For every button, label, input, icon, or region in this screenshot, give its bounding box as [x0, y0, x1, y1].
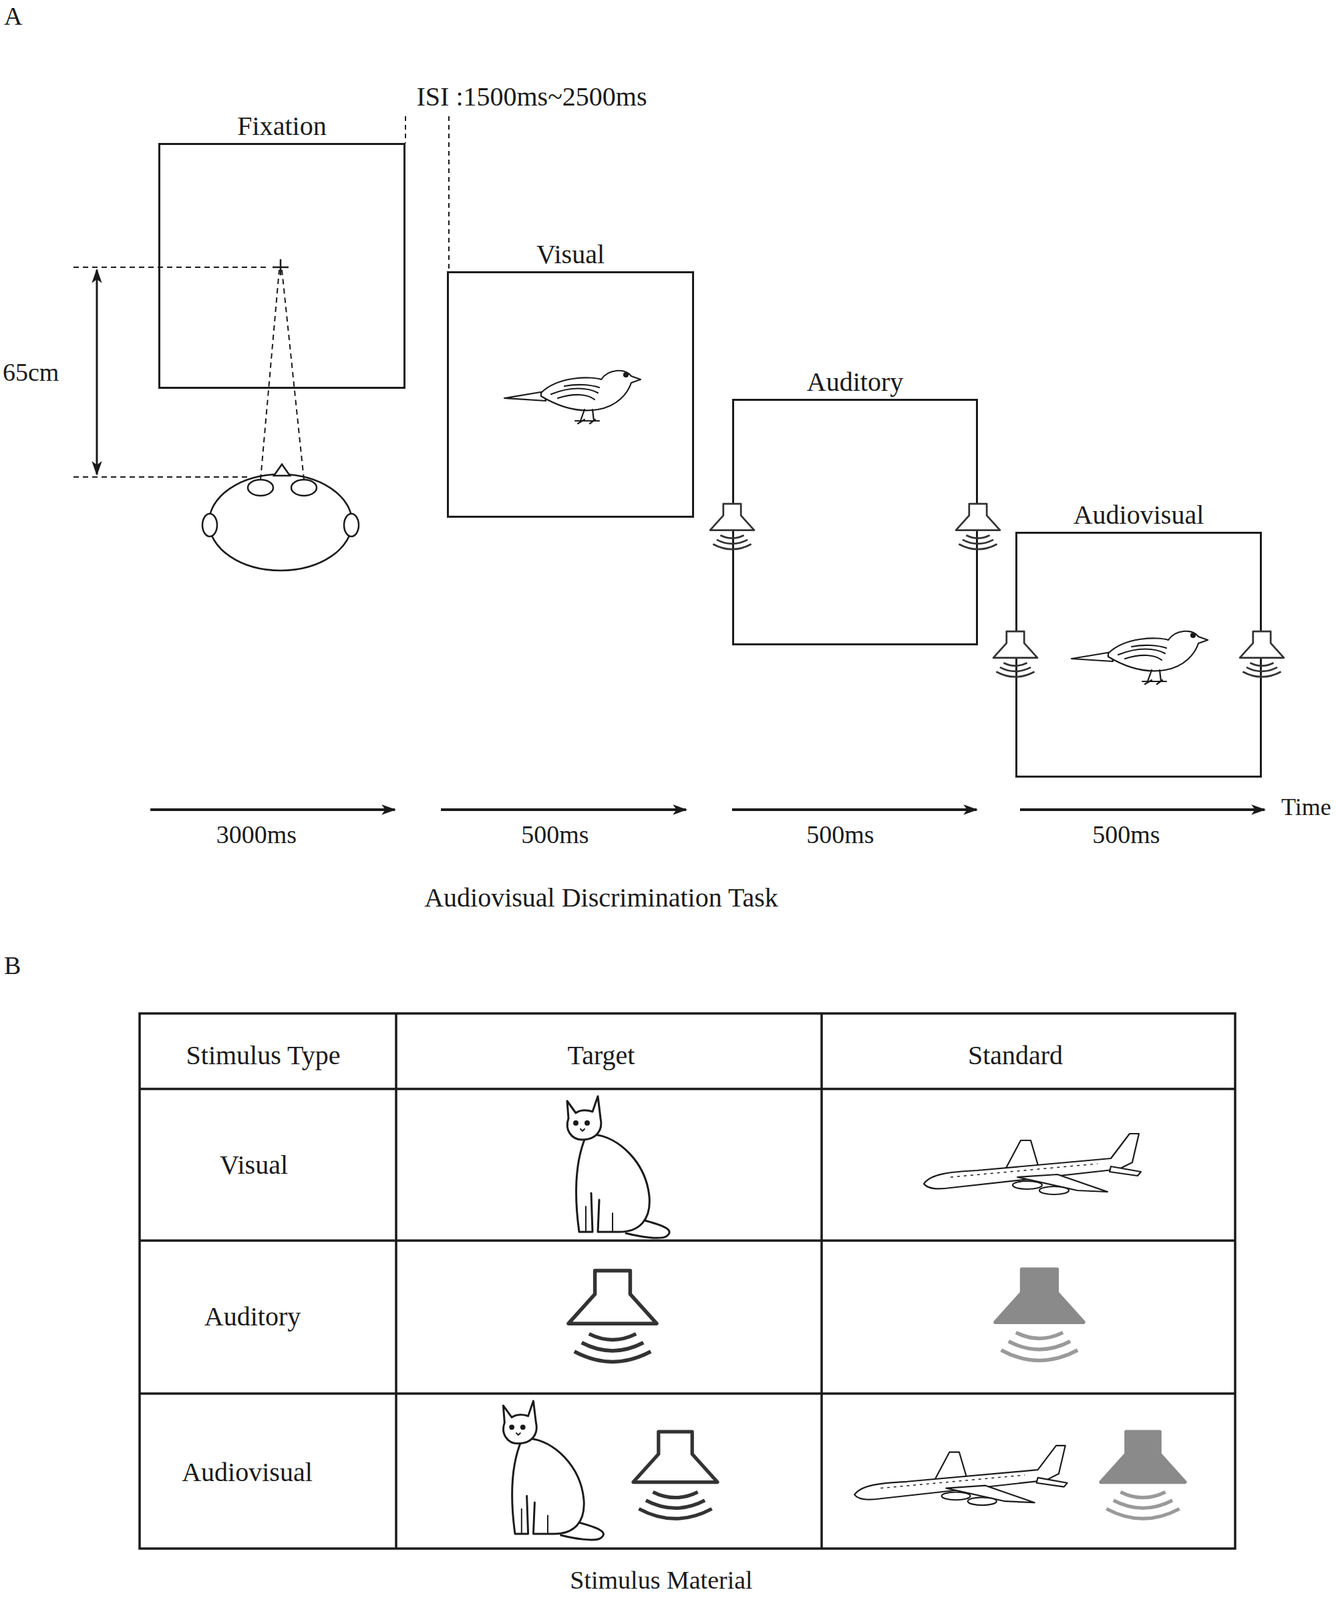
panel-letter: A — [4, 2, 23, 31]
table-row-header: Auditory — [204, 1301, 301, 1332]
table-header: Target — [567, 1040, 636, 1071]
duration-label: 500ms — [1092, 820, 1160, 850]
table-row-header: Visual — [219, 1150, 288, 1180]
duration-label: 500ms — [521, 820, 589, 850]
interval-label: ISI :1500ms~2500ms — [416, 82, 648, 112]
table-header: Standard — [967, 1040, 1063, 1071]
table-header: Stimulus Type — [186, 1040, 341, 1071]
duration-label: 3000ms — [216, 820, 297, 850]
duration-label: 500ms — [806, 820, 874, 850]
screen-heading: Auditory — [806, 367, 904, 397]
axis-label: Time — [1281, 794, 1332, 821]
fixation-screen: Fixation — [158, 142, 406, 389]
screen-heading: Audiovisual — [1073, 500, 1205, 530]
panel-caption: Audiovisual Discrimination Task — [424, 883, 779, 913]
panel-letter: B — [4, 951, 21, 980]
screen-heading: Visual — [536, 239, 605, 270]
table-row-header: Audiovisual — [181, 1457, 313, 1487]
auditory-screen: Auditory — [732, 398, 978, 646]
screen-heading: Fixation — [237, 111, 326, 141]
panel-caption: Stimulus Material — [569, 1566, 753, 1595]
distance-label: 65cm — [2, 358, 59, 387]
